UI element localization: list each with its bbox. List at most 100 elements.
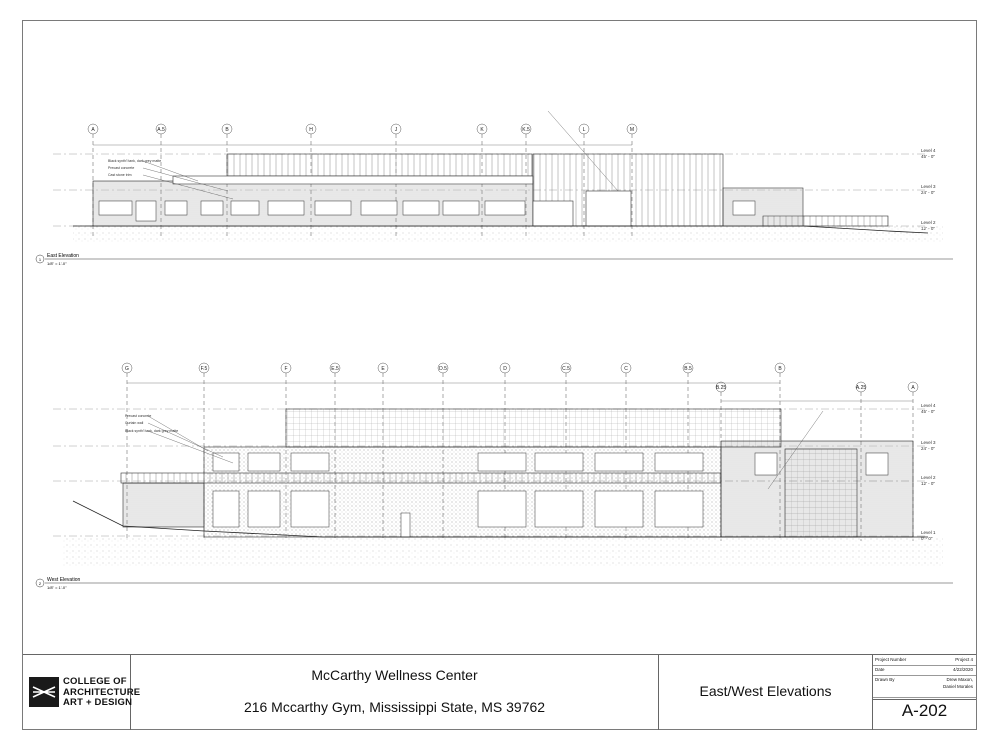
east-level-label: Level 4: [921, 148, 936, 153]
drawn-by-row: Drawn By Drew Maxon, Daniel Morales: [873, 675, 976, 698]
west-grid-label: E.5: [331, 366, 339, 372]
sheet-number: A-202: [901, 701, 948, 720]
window: [442, 200, 480, 216]
west-grid-label: A: [911, 385, 915, 391]
west-grid-label: G: [125, 366, 129, 372]
west-curtain-wall-tower: [784, 448, 858, 538]
west-grid-label: C.5: [562, 366, 570, 372]
west-grade-line: [72, 500, 928, 538]
note-leader: [147, 422, 224, 458]
project-number-row: Project Number Project 4: [873, 655, 976, 666]
school-line: ARCHITECTURE: [63, 686, 141, 698]
window: [484, 200, 526, 216]
east-view-title: 1 East Elevation 1/8" = 1'-0": [35, 253, 953, 266]
west-grid-label: F: [284, 366, 287, 372]
date-label: Date: [875, 667, 885, 672]
school-name: COLLEGE OF ARCHITECTURE ART + DESIGN: [63, 676, 141, 709]
window: [230, 200, 260, 216]
east-grid-label: H: [309, 127, 313, 133]
west-grid-label: B: [778, 366, 782, 372]
east-grid-label: M: [630, 127, 634, 133]
west-level-height: 24' - 0": [921, 446, 935, 451]
west-grid-label: C: [624, 366, 628, 372]
project-name: McCarthy Wellness Center: [311, 667, 478, 683]
west-grid-label: A.25: [856, 385, 867, 391]
east-view-label: East Elevation: [47, 253, 79, 259]
east-level-height: 24' - 0": [921, 190, 935, 195]
window: [164, 200, 188, 216]
west-grid-a: [907, 381, 919, 541]
east-grid-label: A.5: [157, 127, 165, 133]
west-terrace-deck: [120, 472, 722, 484]
west-grid-label: D.5: [439, 366, 447, 372]
east-grid-label: J: [395, 127, 398, 133]
east-level-height: 45' - 0": [921, 154, 935, 159]
window: [247, 490, 281, 528]
drawing-sheet: A A.5 B H J K K.5 L M Level 4 45' - 0" L…: [22, 20, 977, 730]
east-level-label: Level 3: [921, 184, 936, 189]
school-line: ART + DESIGN: [63, 697, 133, 708]
west-grid-label: F.5: [201, 366, 208, 372]
window: [477, 452, 527, 472]
west-grid-label: B.25: [716, 385, 727, 391]
drawn-by-label: Drawn By: [875, 677, 895, 682]
note-leader: [142, 167, 229, 192]
west-grid-label: E: [381, 366, 385, 372]
school-logo-icon: [29, 677, 59, 707]
note-leader: [147, 415, 209, 452]
west-level-label: Level 1: [921, 530, 936, 535]
sheet-title-cell: East/West Elevations: [659, 655, 873, 730]
west-view-title: 2 West Elevation 1/8" = 1'-0": [35, 577, 953, 590]
east-level-label: Level 2: [921, 220, 936, 225]
project-number: Project 4: [955, 657, 973, 662]
east-view-scale: 1/8" = 1'-0": [47, 261, 67, 266]
sheet-info-cell: Project Number Project 4 Date 4/22/2020 …: [873, 655, 976, 730]
west-view-number: 2: [39, 581, 42, 586]
window: [402, 200, 440, 216]
school-line: COLLEGE OF: [63, 676, 127, 687]
west-main-block: [203, 446, 722, 538]
west-level-height: 45' - 0": [921, 409, 935, 414]
east-grid-label: L: [583, 127, 586, 133]
window: [594, 452, 644, 472]
west-grid-label: D: [503, 366, 507, 372]
title-block: COLLEGE OF ARCHITECTURE ART + DESIGN McC…: [23, 654, 976, 730]
date-row: Date 4/22/2020: [873, 665, 976, 676]
west-level-label: Level 3: [921, 440, 936, 445]
drawn-by-2: Daniel Morales: [942, 684, 973, 689]
window: [594, 490, 644, 528]
note-leader: [547, 110, 619, 192]
west-view-label: West Elevation: [47, 577, 80, 583]
west-upper-curtain-wall: [285, 408, 782, 448]
window: [290, 452, 330, 472]
window: [477, 490, 527, 528]
window: [534, 452, 584, 472]
window: [267, 200, 305, 216]
window: [654, 452, 704, 472]
west-ground: [63, 537, 943, 567]
note-leader: [767, 410, 824, 490]
window: [314, 200, 352, 216]
window: [754, 452, 778, 476]
west-view-scale: 1/8" = 1'-0": [47, 585, 67, 590]
east-entry-canopy: [585, 190, 632, 227]
east-roof-band: [172, 175, 534, 185]
east-grid-label: A: [91, 127, 95, 133]
west-note: Black synth'l tank, dark grey matte: [125, 429, 178, 433]
window: [212, 490, 240, 528]
east-note: Black synth'l tank, dark grey matte: [108, 159, 161, 163]
window: [247, 452, 281, 472]
project-cell: McCarthy Wellness Center 216 Mccarthy Gy…: [131, 655, 659, 730]
window: [135, 200, 157, 222]
east-grid-label: B: [225, 127, 229, 133]
east-note: Precast concrete: [108, 166, 134, 170]
window: [865, 452, 889, 476]
east-grade-line: [73, 225, 929, 234]
sheet-title: East/West Elevations: [699, 683, 832, 699]
east-ground: [73, 226, 943, 244]
east-upper-curtain-wall: [226, 153, 533, 177]
east-grid-label: K.5: [522, 127, 530, 133]
window: [212, 452, 240, 472]
date-value: 4/22/2020: [952, 667, 973, 672]
window: [654, 490, 704, 528]
